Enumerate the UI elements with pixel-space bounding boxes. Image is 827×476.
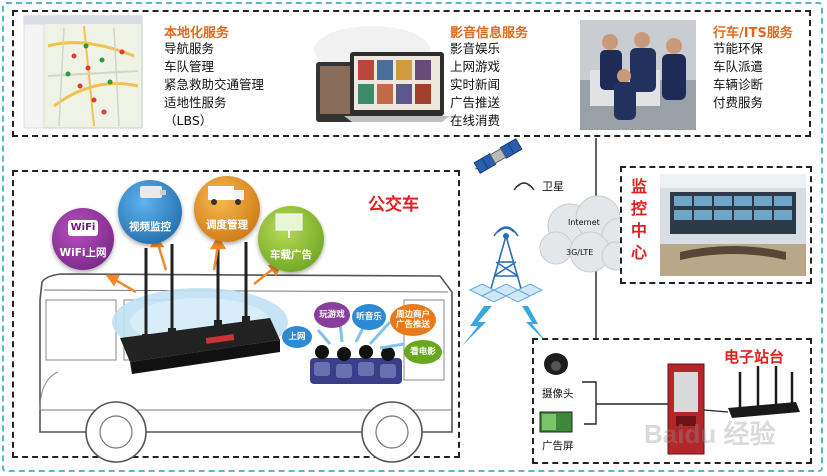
list-item: 适地性服务: [164, 94, 264, 112]
its-service-list: 节能环保 车队派遣 车辆诊断 付费服务: [713, 40, 763, 112]
media-service-list: 影音娱乐 上网游戏 实时新闻 广告推送 在线消费: [450, 40, 500, 130]
media-service-title: 影音信息服务: [450, 22, 528, 41]
services-box: [12, 10, 811, 137]
bubble-video-monitor: 视频监控: [118, 180, 182, 244]
watermark: Baidu 经验: [644, 414, 775, 451]
list-item: 节能环保: [713, 40, 763, 58]
bubble-label: 车载广告: [270, 247, 312, 262]
title-char: 心: [630, 242, 648, 264]
satellite-label: 卫星: [542, 178, 564, 194]
wifi-logo: WiFi: [68, 220, 98, 236]
local-service-list: 导航服务 车队管理 紧急救助交通管理 适地性服务 （LBS）: [164, 40, 264, 130]
list-item: 车队派遣: [713, 58, 763, 76]
local-service-title: 本地化服务: [164, 22, 229, 41]
monitor-center-box: [620, 166, 812, 284]
bubble-label: 视频监控: [129, 219, 171, 234]
lte-label: 3G/LTE: [566, 248, 593, 257]
internet-label: Internet: [568, 218, 600, 227]
list-item: （LBS）: [164, 112, 264, 130]
cloud-watch-movie: 看电影: [404, 340, 442, 364]
list-item: 影音娱乐: [450, 40, 500, 58]
station-title: 电子站台: [724, 346, 784, 367]
bubble-wifi: WiFi上网: [52, 208, 114, 270]
cloud-nearby-ad: 周边商户广告推送: [390, 304, 436, 336]
list-item: 紧急救助交通管理: [164, 76, 264, 94]
cloud-listen-music: 听音乐: [352, 304, 386, 330]
bubble-dispatch: 调度管理: [194, 176, 260, 242]
bubble-label: WiFi上网: [60, 245, 107, 260]
list-item: 导航服务: [164, 40, 264, 58]
its-service-title: 行车/ITS服务: [713, 22, 793, 41]
title-char: 监: [630, 176, 648, 198]
list-item: 广告推送: [450, 94, 500, 112]
cloud-play-games: 玩游戏: [314, 302, 350, 328]
list-item: 上网游戏: [450, 58, 500, 76]
list-item: 实时新闻: [450, 76, 500, 94]
bubble-label: 调度管理: [206, 217, 248, 232]
list-item: 付费服务: [713, 94, 763, 112]
camera-label: 摄像头: [542, 386, 574, 401]
monitor-center-title: 监 控 中 心: [630, 176, 648, 264]
ad-screen-label: 广告屏: [542, 438, 574, 453]
cloud-internet: 上网: [282, 326, 312, 348]
list-item: 车辆诊断: [713, 76, 763, 94]
title-char: 中: [630, 220, 648, 242]
title-char: 控: [630, 198, 648, 220]
list-item: 在线消费: [450, 112, 500, 130]
bus-title: 公交车: [368, 190, 419, 215]
bubble-onboard-ad: 车载广告: [258, 206, 324, 272]
list-item: 车队管理: [164, 58, 264, 76]
